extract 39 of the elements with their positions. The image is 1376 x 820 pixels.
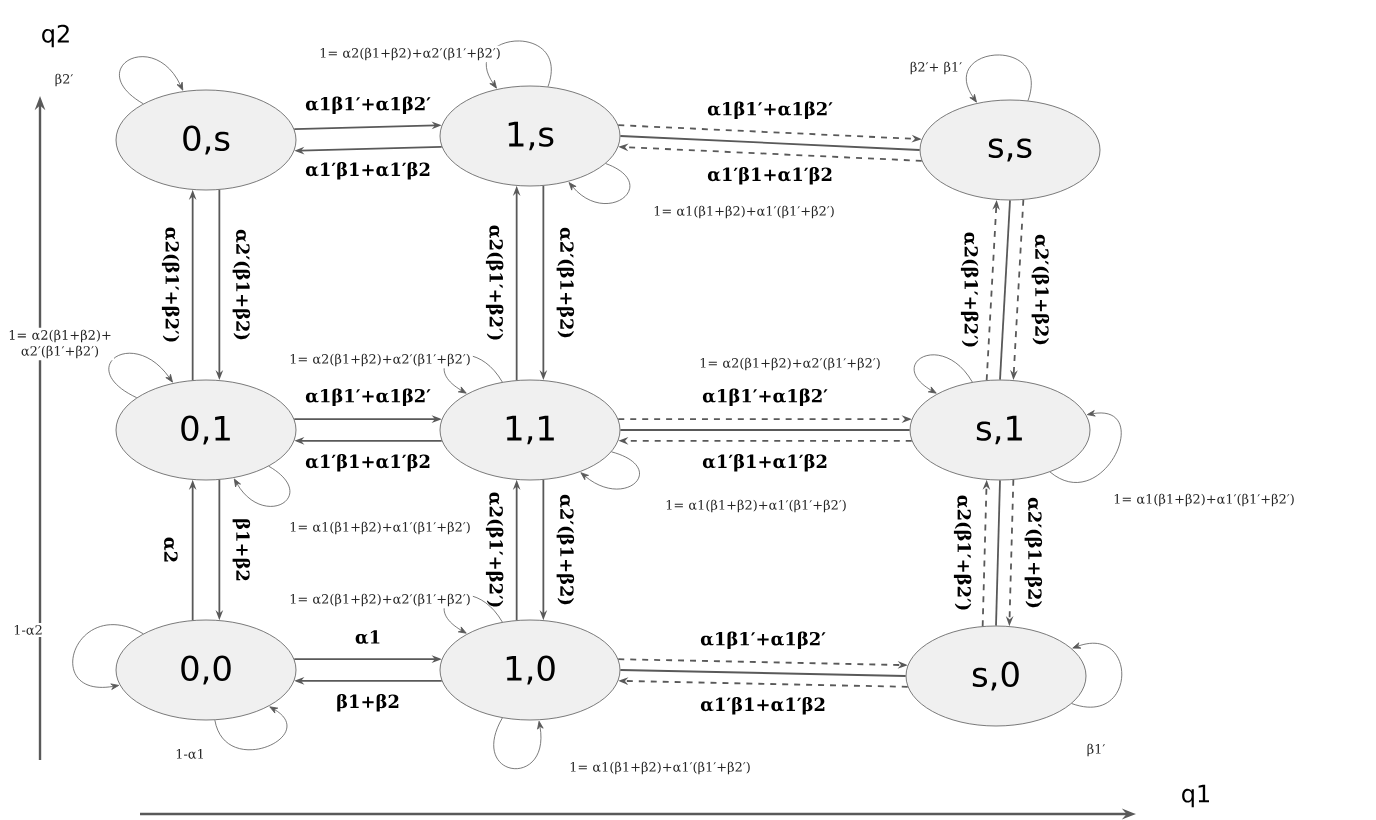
- edge-label: α2(β1′+β2′): [161, 227, 180, 342]
- axis-label: q1: [1182, 784, 1209, 808]
- self-loop: [913, 354, 973, 394]
- edge-label: α1β1′+α1β2′: [702, 388, 828, 406]
- edge-label: α2(β1′+β2′): [485, 225, 504, 340]
- edge-label: α2: [164, 537, 178, 562]
- edge-label: α2′(β1+β2): [556, 227, 575, 338]
- edge-label: α1β1′+α1β2′: [305, 388, 431, 406]
- edge-label: α1β1′+α1β2′: [305, 96, 431, 114]
- edge-label: β1+β2: [337, 694, 399, 712]
- axis-label: q2: [42, 24, 69, 48]
- edge-label: α2(β1′+β2′): [953, 495, 972, 610]
- edge-label: α1′β1+α1′β2: [305, 454, 430, 472]
- edge-label: α1′β1+α1′β2: [700, 697, 825, 715]
- edge-label: α1: [355, 630, 380, 644]
- self-loop: [568, 163, 631, 204]
- edge-label: α1β1′+α1β2′: [707, 101, 833, 119]
- edge-label: α2′(β1+β2): [232, 229, 251, 340]
- edge-label: α1β1′+α1β2′: [700, 631, 826, 649]
- self-loop: [214, 706, 288, 750]
- edge-label: β1+β2: [232, 519, 251, 581]
- edge-label: α2(β1′+β2′): [485, 492, 504, 607]
- self-loop: [108, 352, 173, 399]
- edge-label: α1′β1+α1′β2: [707, 167, 832, 185]
- self-loop: [486, 40, 552, 89]
- self-loop: [1049, 410, 1122, 483]
- self-loop: [1071, 642, 1123, 708]
- edge-label: α1′β1+α1′β2: [305, 162, 430, 180]
- edge-label: α2(β1′+β2′): [960, 232, 979, 347]
- edge-label: α2′(β1+β2): [1031, 234, 1050, 345]
- edge-label: α2′(β1+β2): [1024, 497, 1043, 608]
- edge-label: α2′(β1+β2): [556, 494, 575, 605]
- self-loop: [233, 465, 290, 507]
- self-loop: [119, 56, 184, 105]
- self-loop: [966, 54, 1032, 103]
- self-loop: [493, 717, 544, 769]
- edge-label: α1′β1+α1′β2: [702, 454, 827, 472]
- self-loop: [580, 451, 640, 490]
- self-loop: [72, 624, 144, 690]
